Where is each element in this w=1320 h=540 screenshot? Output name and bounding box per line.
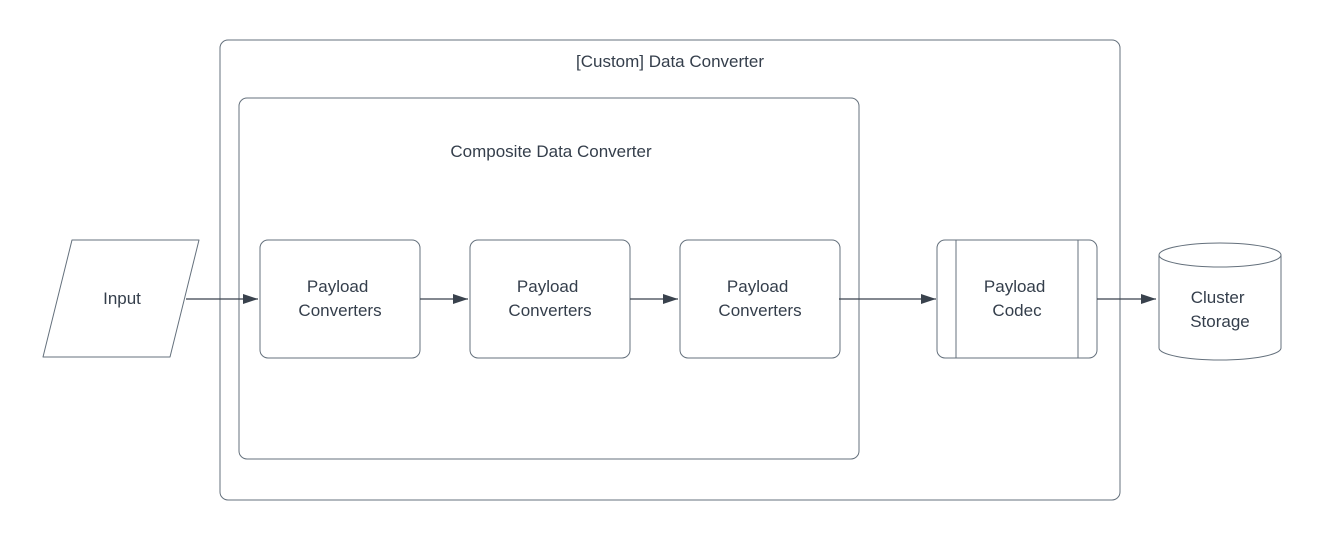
payload-converters-label-2: Payload Converters: [508, 277, 591, 320]
cluster-storage-node: Cluster Storage: [1158, 242, 1282, 361]
payload-converters-node-1: Payload Converters: [259, 239, 421, 359]
input-label: Input: [103, 289, 141, 308]
payload-converters-node-3: Payload Converters: [679, 239, 841, 359]
payload-converters-box-1: [259, 239, 421, 359]
payload-codec-box: [936, 239, 1098, 359]
composite-data-converter-title: Composite Data Converter: [450, 142, 652, 161]
cluster-storage-label: Cluster Storage: [1190, 288, 1250, 331]
input-parallelogram: [42, 239, 200, 358]
payload-converters-label-1: Payload Converters: [298, 277, 381, 320]
custom-data-converter-title: [Custom] Data Converter: [576, 52, 764, 71]
payload-converters-box-2: [469, 239, 631, 359]
payload-converters-box-3: [679, 239, 841, 359]
payload-codec-label: Payload Codec: [984, 277, 1050, 320]
payload-codec-node: Payload Codec: [936, 239, 1098, 359]
cluster-storage-cylinder: [1158, 242, 1282, 361]
payload-converters-label-3: Payload Converters: [718, 277, 801, 320]
payload-converters-node-2: Payload Converters: [469, 239, 631, 359]
input-node: Input: [42, 239, 200, 358]
cluster-storage-cylinder-lip: [1158, 254, 1282, 268]
